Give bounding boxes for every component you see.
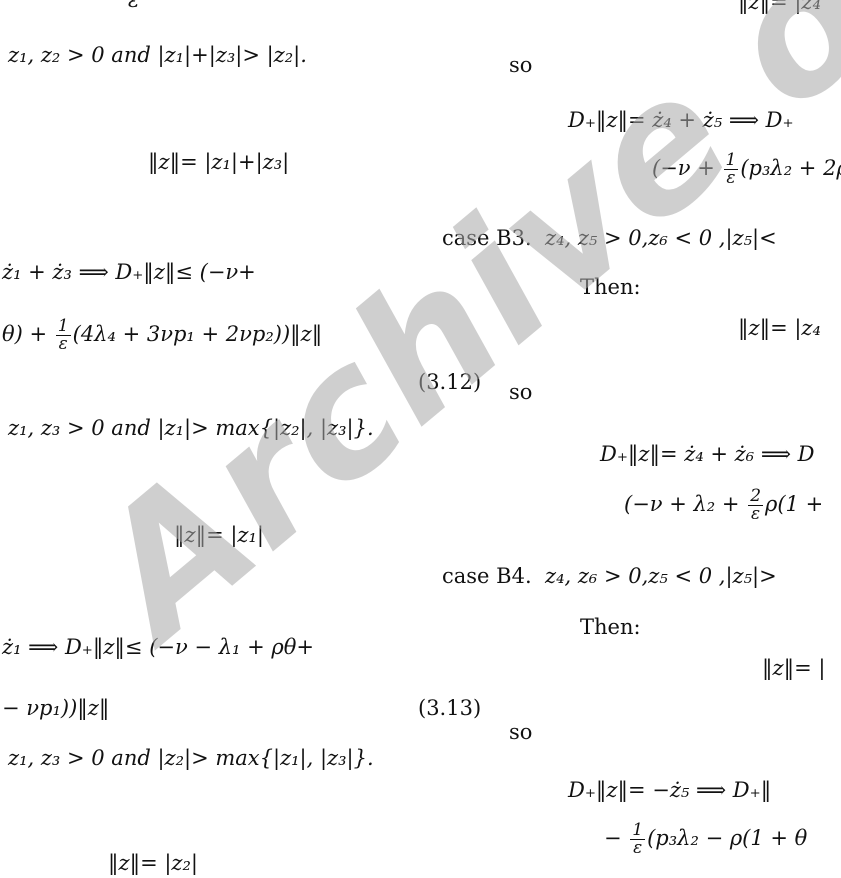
equation-3-12-line-1: ż₁ + ż₃ ⟹ D₊‖z‖≤ (−ν+: [2, 260, 256, 284]
case-b4-line-2-post: (p₃λ₂ − ρ(1 + θ: [647, 826, 808, 850]
equation-number-3-13: (3.13): [418, 696, 482, 720]
case-b3-condition: z₄, z₅ > 0,z₆ < 0 ,|z₅|<: [545, 226, 777, 250]
so-label-2: so: [509, 380, 533, 404]
case-b2-line-2-pre: (−ν +: [652, 156, 722, 180]
fraction-numerator: 1: [55, 316, 71, 336]
then-label-1: Then:: [580, 275, 641, 299]
then-label-2: Then:: [580, 615, 641, 639]
case-b4-condition: z₄, z₆ > 0,z₅ < 0 ,|z₅|>: [545, 564, 777, 588]
fraction-numerator: 2: [748, 486, 764, 506]
equation-3-12-part-b: (4λ₄ + 3νp₁ + 2νp₂))‖z‖: [72, 322, 323, 346]
equation-3-12-part-a: θ) +: [2, 322, 54, 346]
fraction-denominator: ε: [633, 838, 643, 858]
case-b3-label: case B3.: [442, 226, 532, 250]
case-b3-line-2-post: ρ(1 +: [765, 492, 824, 516]
top-epsilon-fragment: ε: [128, 0, 140, 12]
fraction-denominator: ε: [58, 334, 68, 354]
case-b3-equation-line-1: D₊‖z‖= ż₄ + ż₆ ⟹ D: [600, 442, 815, 466]
fraction-denominator: ε: [751, 504, 761, 524]
case-b4-equation-line-1: D₊‖z‖= −ż₅ ⟹ D₊‖: [568, 778, 772, 802]
fraction-numerator: 1: [723, 150, 739, 170]
case-b3-line-2-pre: (−ν + λ₂ +: [624, 492, 747, 516]
fraction-denominator: ε: [726, 168, 736, 188]
condition-line-3: z₁, z₃ > 0 and |z₂|> max{|z₁|, |z₃|}.: [8, 746, 374, 770]
case-b4-line-2-pre: −: [604, 826, 629, 850]
so-label-3: so: [509, 720, 533, 744]
so-label-1: so: [509, 53, 533, 77]
fraction-numerator: 1: [630, 820, 646, 840]
case-b2-line-2-post: (p₃λ₂ + 2ρ(1: [740, 156, 841, 180]
equation-3-13-line-1: ż₁ ⟹ D₊‖z‖≤ (−ν − λ₁ + ρθ+: [2, 635, 314, 659]
equation-number-3-12: (3.12): [418, 370, 482, 394]
case-b2-equation-line-1: D₊‖z‖= ż₄ + ż₅ ⟹ D₊: [568, 108, 794, 132]
case-b2-equation-line-2: (−ν + 1ε(p₃λ₂ + 2ρ(1: [652, 152, 841, 187]
equation-3-13-line-2: − νp₁))‖z‖: [2, 696, 110, 720]
case-b4-norm: ‖z‖= |: [762, 656, 826, 680]
case-b3-norm: ‖z‖= |z₄: [738, 316, 821, 340]
condition-line-2: z₁, z₃ > 0 and |z₁|> max{|z₂|, |z₃|}.: [8, 416, 374, 440]
condition-line-1: z₁, z₂ > 0 and |z₁|+|z₃|> |z₂|.: [8, 43, 307, 67]
norm-equation-3: ‖z‖= |z₂|: [108, 851, 198, 875]
norm-equation-1: ‖z‖= |z₁|+|z₃|: [148, 150, 290, 174]
right-top-norm: ‖z‖= |z₄: [738, 0, 821, 14]
norm-equation-2: ‖z‖= |z₁|: [174, 523, 264, 547]
case-b4-label: case B4.: [442, 564, 532, 588]
